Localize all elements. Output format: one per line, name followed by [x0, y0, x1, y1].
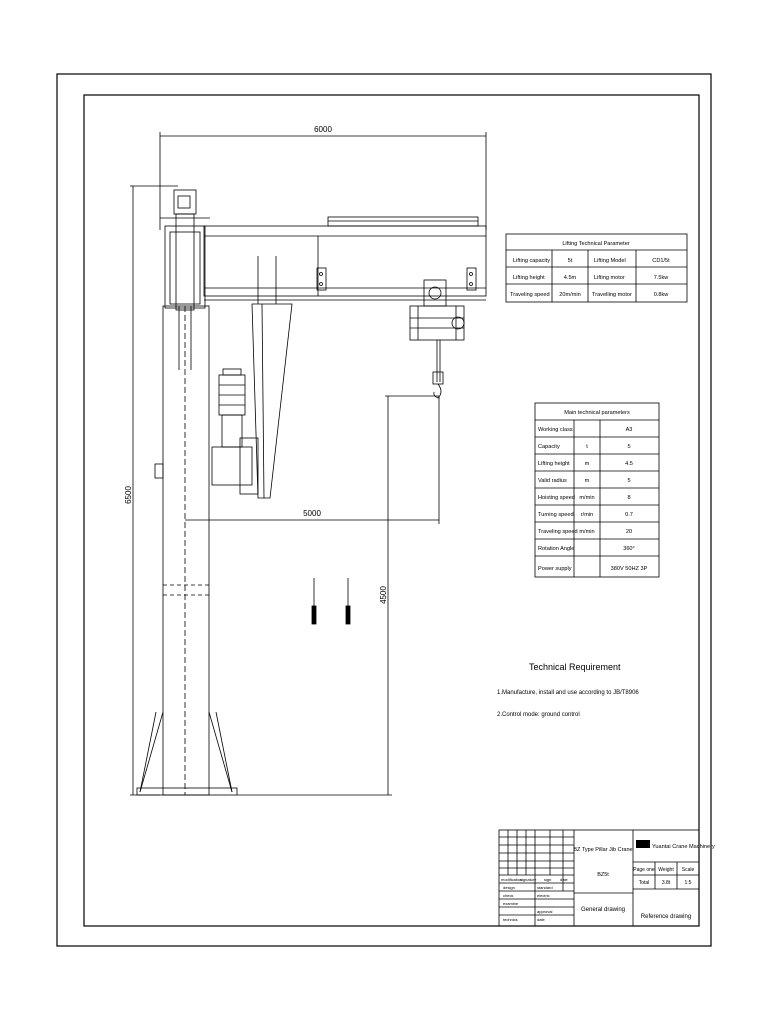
main-cell: 8 [627, 495, 630, 501]
tb-label: check [503, 893, 513, 898]
electric-hoist [409, 279, 465, 399]
tb-label: modification [501, 877, 522, 882]
company-logo [636, 840, 650, 848]
hoist-cell: Lifting capacity [513, 258, 550, 264]
main-cell: 5 [627, 444, 630, 450]
radius-dimension-label: 5000 [303, 509, 321, 518]
tb-label: examine [503, 901, 519, 906]
hoist-cell: 0.8kw [654, 292, 670, 298]
base-ribs [136, 711, 238, 796]
main-cell: 360° [623, 546, 635, 552]
page-label: Page one [633, 867, 655, 873]
main-table-title: Main technical parameters [564, 410, 630, 416]
tb-label: signature [520, 877, 537, 882]
reference-drawing: Reference drawing [641, 914, 691, 920]
main-cell: 380V 50HZ 3P [611, 566, 648, 572]
main-cell: Traveling speed [538, 529, 578, 535]
hoist-cell: 7.5kw [654, 275, 670, 281]
crane-drawing: 6000 6500 [124, 125, 487, 796]
hook-height-dimension [237, 395, 439, 796]
hoist-cell: 4.5m [564, 275, 577, 281]
main-parameter-table [534, 402, 660, 578]
pendant-controls [311, 578, 351, 625]
tb-label: standard [537, 885, 553, 890]
tb-label: sign [544, 877, 551, 882]
main-cell: r/min [581, 512, 593, 518]
title-block [498, 829, 700, 927]
weight-value: 3.8t [662, 880, 671, 886]
span-dimension-label: 6000 [314, 125, 332, 134]
hoist-cell: Traveling speed [510, 292, 550, 298]
main-cell: Turning speed [538, 512, 574, 518]
hoist-cell: Lifting height [513, 275, 545, 281]
span-dimension [159, 132, 487, 230]
scale-label: Scale [682, 867, 695, 873]
tb-label: date [560, 877, 569, 882]
inner-frame [83, 94, 700, 927]
main-cell: Rotation Angle [538, 546, 574, 552]
main-cell: m/min [579, 495, 594, 501]
main-cell: Capacity [538, 444, 560, 450]
title-block-text: BZ Type Pillar Jib Crane BZ5t General dr… [501, 840, 715, 922]
total-label: Total [639, 880, 650, 886]
main-cell: t [586, 444, 588, 450]
main-cell: Working class [538, 427, 573, 433]
scale-value: 1:5 [685, 880, 692, 886]
main-cell: 4.5 [625, 461, 633, 467]
support-bracket [251, 256, 293, 499]
main-table-text: Main technical parameters Working class … [538, 410, 648, 572]
column-pillar [154, 305, 210, 796]
hoist-cell: Lifting Model [594, 258, 626, 264]
hoist-cell: Travelling motor [592, 292, 632, 298]
slewing-head [160, 189, 210, 311]
hoist-cell: 5t [568, 258, 573, 264]
outer-frame [56, 73, 712, 947]
main-cell: m [585, 478, 590, 484]
hoist-table-title: Lifting Technical Parameter [562, 241, 630, 247]
drawing-type: General drawing [581, 907, 625, 913]
company-name: Yuantai Crane Machinery [652, 844, 715, 850]
requirement-item: 2.Control mode: ground control [497, 712, 580, 718]
tb-label: design [503, 885, 515, 890]
main-cell: A3 [626, 427, 633, 433]
main-cell: m [585, 461, 590, 467]
hoist-cell: Lifting motor [594, 275, 625, 281]
main-cell: Valid radius [538, 478, 567, 484]
hoist-cell: 20m/min [559, 292, 580, 298]
radius-dimension [185, 396, 440, 524]
hoist-table-text: Lifting Technical Parameter Lifting capa… [510, 241, 670, 298]
tb-label: date [537, 917, 546, 922]
jib-arm [203, 216, 487, 301]
product-code: BZ5t [597, 872, 609, 878]
main-cell: 0.7 [625, 512, 633, 518]
weight-label: Weight [658, 867, 674, 873]
height-dimension [130, 185, 178, 796]
main-cell: 20 [626, 529, 632, 535]
hoist-parameter-table [505, 233, 688, 303]
hook-height-dimension-label: 4500 [379, 586, 388, 604]
main-cell: 5 [627, 478, 630, 484]
technical-requirement-title: Technical Requirement [529, 662, 621, 672]
main-cell: m/min [579, 529, 594, 535]
main-cell: Power supply [538, 566, 572, 572]
tb-label: electric [537, 893, 550, 898]
slewing-motor [211, 368, 259, 495]
hoist-cell: CD1/5t [652, 258, 670, 264]
main-cell: Lifting height [538, 461, 570, 467]
tb-label: technics [503, 917, 518, 922]
height-dimension-label: 6500 [124, 486, 133, 504]
requirement-item: 1.Manufacture, install and use according… [497, 690, 639, 696]
technical-requirement: Technical Requirement 1.Manufacture, ins… [497, 662, 639, 718]
tb-label: approval [537, 909, 552, 914]
product-name: BZ Type Pillar Jib Crane [573, 847, 632, 853]
main-cell: Hoisting speed [538, 495, 575, 501]
